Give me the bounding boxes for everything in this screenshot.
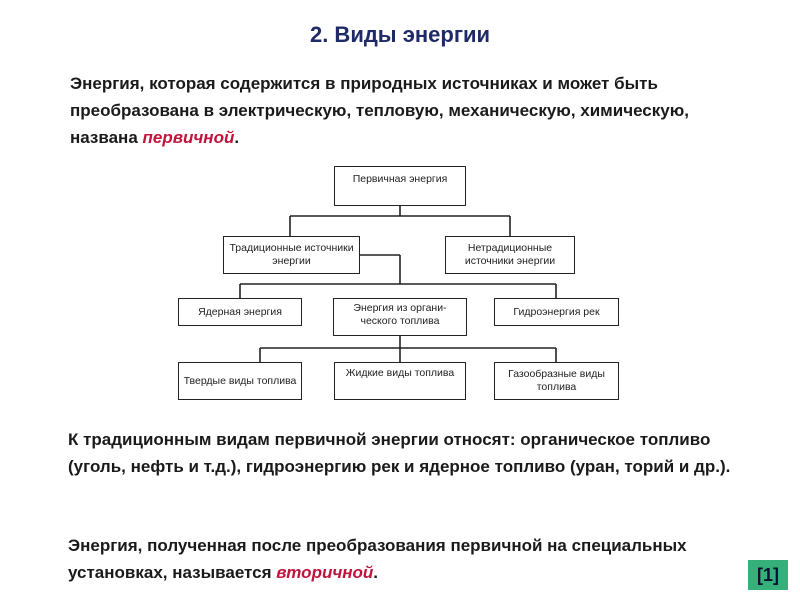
node-organic-fuel-energy: Энергия из органи-ческого топлива bbox=[333, 298, 467, 336]
primary-term: первичной bbox=[142, 128, 235, 147]
node-solid-fuel: Твердые виды топлива bbox=[178, 362, 302, 400]
intro-text: Энергия, которая содержится в природных … bbox=[70, 74, 689, 147]
node-traditional-sources: Традиционные источники энергии bbox=[223, 236, 360, 274]
slide-title: 2. Виды энергии bbox=[309, 22, 491, 47]
secondary-term: вторичной bbox=[276, 563, 374, 582]
secondary-end: . bbox=[373, 563, 379, 582]
reference-badge: [1] bbox=[748, 560, 788, 590]
intro-paragraph: Энергия, которая содержится в природных … bbox=[70, 70, 750, 151]
secondary-energy-paragraph: Энергия, полученная после преобразования… bbox=[68, 532, 768, 586]
node-nuclear-energy: Ядерная энергия bbox=[178, 298, 302, 326]
intro-end: . bbox=[234, 128, 240, 147]
node-liquid-fuel: Жидкие виды топлива bbox=[334, 362, 466, 400]
traditional-types-paragraph: К традиционным видам первичной энергии о… bbox=[68, 430, 731, 476]
secondary-text: Энергия, полученная после преобразования… bbox=[68, 536, 687, 582]
node-nontraditional-sources: Нетрадиционные источники энергии bbox=[445, 236, 575, 274]
node-hydro-energy: Гидроэнергия рек bbox=[494, 298, 619, 326]
node-primary-energy: Первичная энергия bbox=[334, 166, 466, 206]
node-gas-fuel: Газообразные виды топлива bbox=[494, 362, 619, 400]
